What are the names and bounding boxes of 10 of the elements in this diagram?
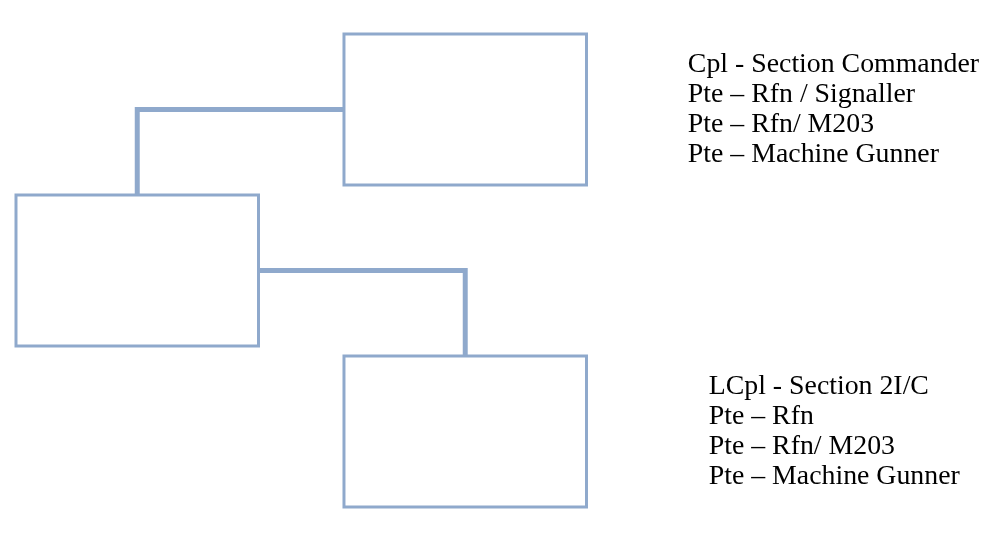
node-box xyxy=(342,31,588,186)
node-label: Pte – Machine Gunner xyxy=(708,458,960,490)
connector xyxy=(134,106,344,195)
node-label: Cpl - Section Commander xyxy=(687,46,980,78)
node-label: Pte – Machine Gunner xyxy=(687,136,939,168)
connector xyxy=(259,267,468,356)
node-box xyxy=(342,354,588,509)
node-label: LCpl - Section 2I/C xyxy=(708,368,929,400)
node-box xyxy=(14,192,260,348)
node-label: Pte – Rfn/ M203 xyxy=(708,428,895,460)
